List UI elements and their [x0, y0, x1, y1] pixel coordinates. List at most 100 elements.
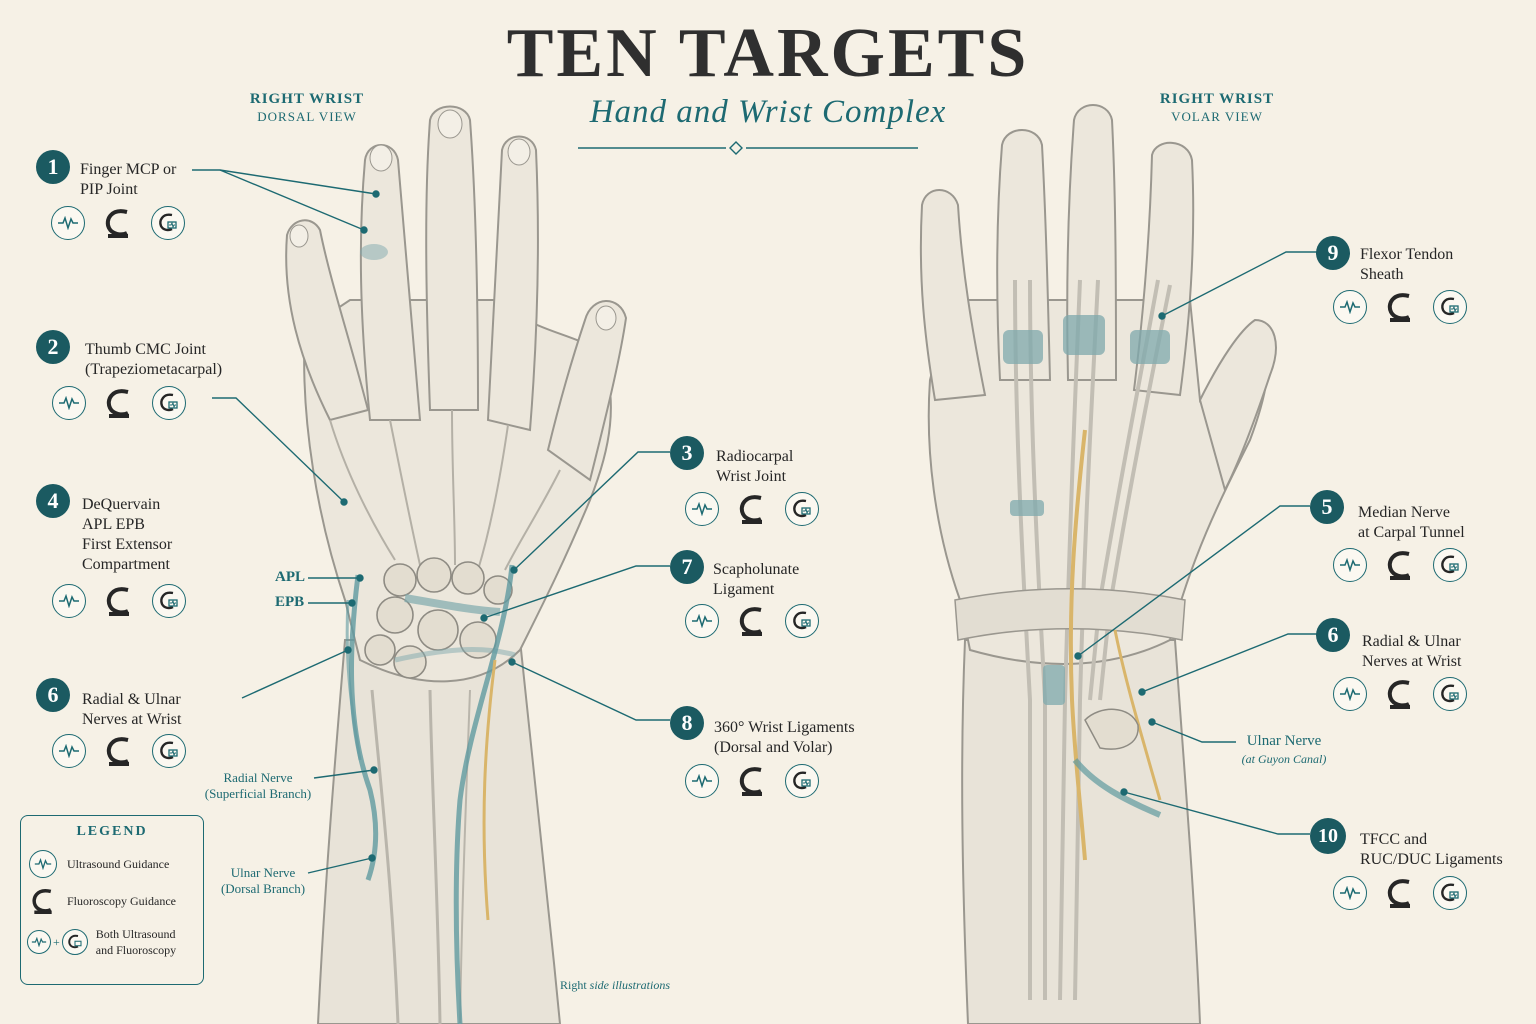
guidance-icons — [1333, 548, 1467, 582]
target-label-line: Radial & Ulnar — [82, 691, 181, 708]
target-label: 360° Wrist Ligaments (Dorsal and Volar) — [714, 718, 855, 758]
target-number: 6 — [1316, 618, 1350, 652]
combined-guidance-icon — [1433, 548, 1467, 582]
legend-both-line2: and Fluoroscopy — [95, 943, 177, 957]
ulnar-nerve-dorsal-line1: Ulnar Nerve — [230, 865, 296, 880]
fluoroscopy-c-arm-icon — [101, 206, 135, 240]
dorsal-hand-illustration — [285, 105, 628, 1024]
ultrasound-icon — [52, 584, 86, 618]
target-label-line: Flexor Tendon — [1360, 246, 1454, 263]
target-label-line: Wrist Joint — [716, 468, 787, 485]
target-label-line: TFCC and — [1360, 831, 1428, 848]
plus-icon: + — [53, 934, 60, 949]
ultrasound-icon — [29, 850, 57, 878]
legend-both-text: Both Ultrasound and Fluoroscopy — [96, 926, 176, 958]
combined-guidance-icon — [152, 386, 186, 420]
target-number: 5 — [1310, 490, 1344, 524]
combined-guidance-icon — [785, 604, 819, 638]
fluoroscopy-c-arm-icon — [735, 492, 769, 526]
target-label-line: Nerves at Wrist — [82, 711, 182, 728]
volar-hand-illustration — [919, 104, 1277, 1024]
target-number: 9 — [1316, 236, 1350, 270]
target-label-line: Sheath — [1360, 266, 1404, 283]
legend-fluoroscopy: Fluoroscopy Guidance — [29, 886, 176, 916]
ultrasound-icon — [685, 764, 719, 798]
volar-view-heading: RIGHT WRIST VOLAR VIEW — [1107, 91, 1327, 125]
combined-guidance-icon — [152, 584, 186, 618]
ultrasound-icon — [685, 604, 719, 638]
target-label-line: RUC/DUC Ligaments — [1360, 851, 1503, 868]
combined-guidance-icon — [785, 492, 819, 526]
target-number: 4 — [36, 484, 70, 518]
target-number: 3 — [670, 436, 704, 470]
guidance-icons — [685, 604, 819, 638]
subtitle-ornament — [578, 141, 918, 155]
ultrasound-icon — [1333, 876, 1367, 910]
ulnar-nerve-guyon-label: Ulnar Nerve (at Guyon Canal) — [1232, 732, 1336, 768]
combined-guidance-icon — [1433, 876, 1467, 910]
fluoroscopy-c-arm-icon — [1383, 876, 1417, 910]
page-subtitle: Hand and Wrist Complex — [589, 94, 947, 130]
dorsal-view-line1: RIGHT WRIST — [249, 91, 365, 107]
target-label: Thumb CMC Joint (Trapeziometacarpal) — [85, 340, 222, 380]
target-label-line: Thumb CMC Joint — [85, 341, 206, 358]
ultrasound-icon — [52, 386, 86, 420]
volar-view-line2: VOLAR VIEW — [1171, 109, 1263, 124]
footer-caption-b: side illustrations — [589, 978, 671, 992]
guidance-icons — [52, 584, 186, 618]
volar-view-line1: RIGHT WRIST — [1159, 91, 1275, 107]
fluoroscopy-c-arm-icon — [735, 764, 769, 798]
ulnar-nerve-guyon-line1: Ulnar Nerve — [1246, 733, 1322, 749]
target-label-line: (Trapeziometacarpal) — [85, 361, 223, 378]
target-label-line: (Dorsal and Volar) — [714, 739, 833, 756]
ultrasound-icon — [1333, 290, 1367, 324]
target-label-line: APL EPB — [82, 516, 145, 533]
combined-guidance-icon — [1433, 677, 1467, 711]
ultrasound-icon — [1333, 677, 1367, 711]
guidance-icons — [685, 764, 819, 798]
legend-title: LEGEND — [76, 824, 148, 839]
target-label: TFCC and RUC/DUC Ligaments — [1360, 830, 1503, 870]
target-label: Scapholunate Ligament — [713, 560, 799, 600]
dorsal-view-line2: DORSAL VIEW — [257, 109, 357, 124]
radial-nerve-line1: Radial Nerve — [223, 770, 293, 785]
ulnar-nerve-dorsal-label: Ulnar Nerve (Dorsal Branch) — [208, 865, 318, 897]
footer-caption-a: Right — [560, 978, 587, 992]
combined-guidance-icon — [152, 734, 186, 768]
target-label-line: First Extensor — [82, 536, 173, 553]
target-label-line: Compartment — [82, 556, 170, 573]
combined-guidance-icon — [785, 764, 819, 798]
guidance-icons — [1333, 677, 1467, 711]
target-label-line: Finger MCP or — [80, 161, 177, 178]
legend-both: + Both Ultrasound and Fluoroscopy — [27, 926, 176, 958]
fluoroscopy-c-arm-icon — [102, 584, 136, 618]
leader-lines — [192, 169, 1318, 874]
apl-label: APL — [275, 569, 305, 585]
legend-ultrasound: Ultrasound Guidance — [29, 850, 169, 878]
fluoroscopy-c-arm-icon — [102, 386, 136, 420]
target-label: Flexor Tendon Sheath — [1360, 245, 1453, 285]
target-label-line: Radiocarpal — [716, 448, 794, 465]
target-label: Radial & Ulnar Nerves at Wrist — [1362, 632, 1461, 672]
guidance-icons — [52, 386, 186, 420]
ulnar-nerve-guyon-line2: (at Guyon Canal) — [1241, 752, 1327, 766]
ultrasound-icon — [685, 492, 719, 526]
legend-fluoroscopy-text: Fluoroscopy Guidance — [67, 894, 176, 908]
guidance-icons — [1333, 290, 1467, 324]
target-label-line: PIP Joint — [80, 181, 138, 198]
target-label-line: at Carpal Tunnel — [1358, 524, 1465, 541]
target-label: Finger MCP or PIP Joint — [80, 160, 176, 200]
ultrasound-icon — [52, 734, 86, 768]
guidance-icons — [51, 206, 185, 240]
target-number: 7 — [670, 550, 704, 584]
target-label-line: Nerves at Wrist — [1362, 653, 1462, 670]
target-label: Median Nerve at Carpal Tunnel — [1358, 503, 1465, 543]
ultrasound-icon — [51, 206, 85, 240]
target-label: Radiocarpal Wrist Joint — [716, 447, 793, 487]
target-number: 1 — [36, 150, 70, 184]
target-label-line: Scapholunate — [713, 561, 800, 578]
fluoroscopy-c-arm-icon — [1383, 290, 1417, 324]
dorsal-view-heading: RIGHT WRIST DORSAL VIEW — [197, 91, 417, 125]
target-number: 8 — [670, 706, 704, 740]
target-label: Radial & Ulnar Nerves at Wrist — [82, 690, 181, 730]
